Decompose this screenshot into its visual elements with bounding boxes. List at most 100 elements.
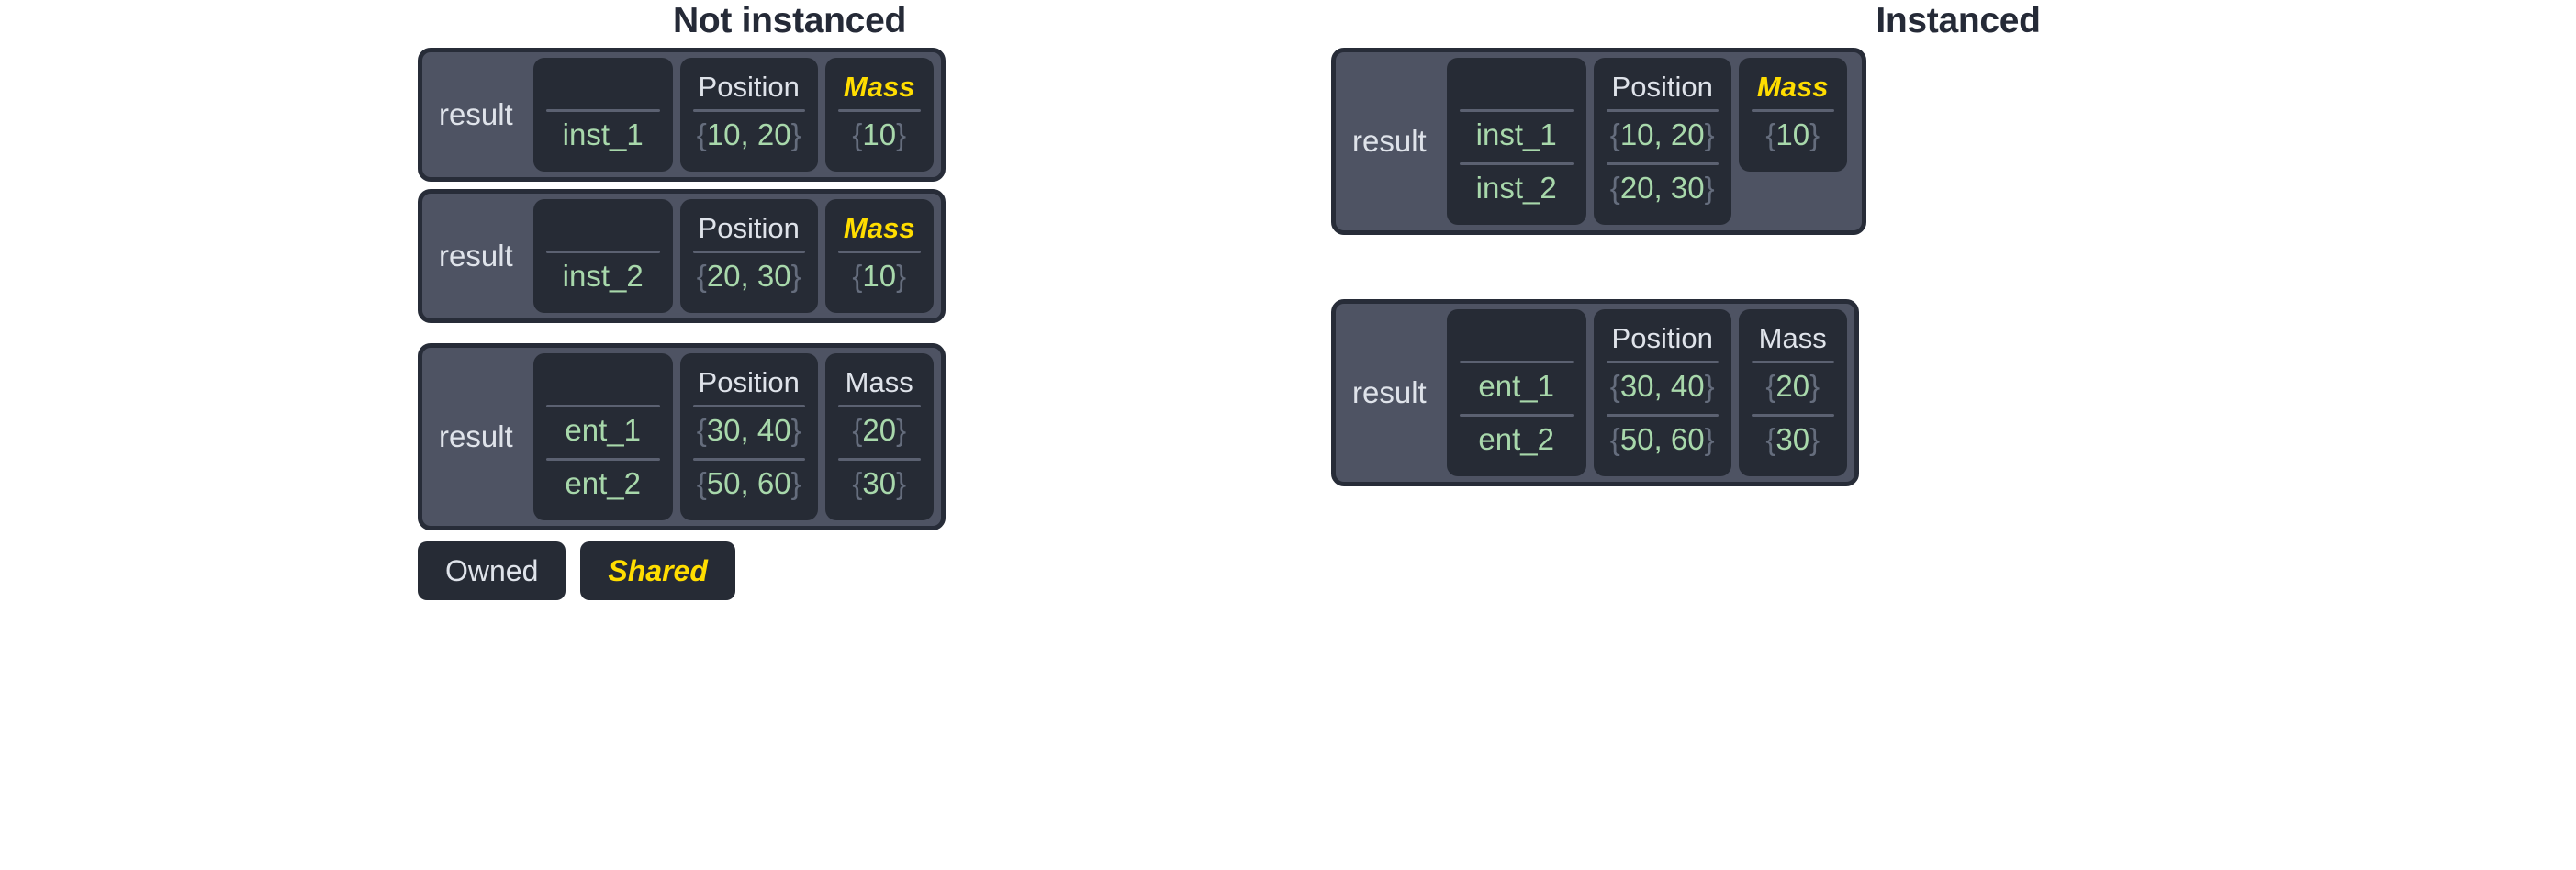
brace-close: } [896,117,907,151]
cell-mass: {30} [1739,414,1847,467]
brace-open: { [852,466,863,500]
cell-position: {30, 40} [680,405,818,458]
brace-open: { [852,259,863,293]
brace-open: { [696,117,707,151]
cell-name: inst_2 [533,251,673,304]
cell-mass: {10} [1739,109,1847,162]
card-label-result: result [439,97,513,131]
brace-open: { [852,413,863,447]
brace-close: } [1704,171,1715,205]
column-name: inst_1 [532,58,673,172]
card-label-result: result [1352,375,1427,409]
cell-name: ent_2 [533,458,673,511]
cell-name: inst_2 [1447,162,1586,216]
brace-open: { [1609,117,1620,151]
brace-close: } [1809,369,1820,403]
cell-position: {50, 60} [1594,414,1731,467]
legend-chip-owned: Owned [418,541,566,600]
brace-open: { [1609,171,1620,205]
column-header-position: Position [1611,322,1713,354]
cell-name: ent_1 [1447,361,1586,414]
cell-position: {30, 40} [1594,361,1731,414]
brace-open: { [1765,369,1776,403]
column-position: Position {20, 30} [679,199,818,313]
cell-position: {10, 20} [1594,109,1731,162]
column-mass: Mass {20}{30} [824,353,934,520]
column-header-name [1447,315,1586,361]
brace-close: } [790,466,801,500]
card-label-result: result [439,419,513,453]
panel-title: Instanced [1876,1,2041,40]
cell-mass: {30} [825,458,934,511]
cell-name: inst_1 [533,109,673,162]
cell-mass: {20} [1739,361,1847,414]
cell-name: inst_1 [1447,109,1586,162]
column-header-mass: Mass [845,366,913,398]
panel-title: Not instanced [673,1,906,40]
column-name: inst_2 [532,199,673,313]
brace-close: } [790,117,801,151]
brace-close: } [1704,422,1715,456]
brace-close: } [1809,422,1820,456]
brace-open: { [1609,369,1620,403]
column-header-name [533,205,673,251]
brace-close: } [896,259,907,293]
column-mass: Mass {10} [824,58,934,172]
cell-position: {20, 30} [1594,162,1731,216]
column-position: Position {10, 20}{20, 30} [1593,58,1731,225]
brace-open: { [696,259,707,293]
brace-close: } [896,466,907,500]
column-header-position: Position [698,212,800,244]
brace-open: { [852,117,863,151]
column-header-mass: Mass [1756,71,1829,103]
brace-open: { [696,466,707,500]
column-header-mass: Mass [843,71,915,103]
cell-mass: {20} [825,405,934,458]
cell-name: ent_1 [533,405,673,458]
brace-close: } [1809,117,1820,151]
column-header-position: Position [1611,71,1713,103]
cell-mass: {10} [825,109,934,162]
column-header-name [1447,63,1586,109]
brace-open: { [1765,117,1776,151]
brace-close: } [896,413,907,447]
brace-open: { [1765,422,1776,456]
cell-position: {10, 20} [680,109,818,162]
column-position: Position{10, 20} [679,58,818,172]
card-label-result: result [439,239,513,273]
column-mass: Mass {20}{30} [1738,309,1847,476]
brace-close: } [790,259,801,293]
brace-close: } [1704,369,1715,403]
column-header-mass: Mass [1758,322,1827,354]
cell-position: {50, 60} [680,458,818,511]
card-label-result: result [1352,124,1427,158]
column-header-mass: Mass [843,212,915,244]
column-position: Position {30, 40}{50, 60} [1593,309,1731,476]
column-header-name [533,63,673,109]
column-header-position: Position [698,366,800,398]
cell-name: ent_2 [1447,414,1586,467]
column-mass: Mass{10} [824,199,934,313]
column-mass: Mass {10} [1738,58,1847,172]
brace-open: { [696,413,707,447]
brace-close: } [790,413,801,447]
brace-close: } [1704,117,1715,151]
cell-position: {20, 30} [680,251,818,304]
brace-open: { [1609,422,1620,456]
